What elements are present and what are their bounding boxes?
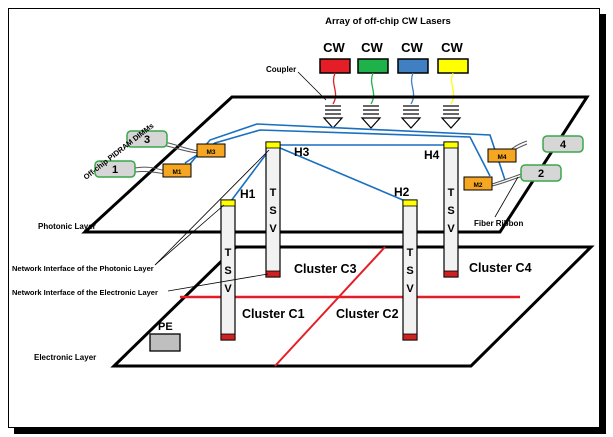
cluster-divider-diagonal (274, 246, 386, 367)
tsv-h3-v: V (269, 223, 277, 235)
tsv-h4-v: V (447, 223, 455, 235)
modules: M1 M3 M4 M2 (162, 143, 517, 191)
coupler-label: Coupler (266, 65, 296, 74)
dimm-1 (94, 160, 136, 178)
hub-h4-label: H4 (424, 148, 440, 162)
tsv-h1-v: V (224, 283, 232, 295)
module-m2-label: M2 (473, 182, 482, 189)
module-m3-label: M3 (206, 149, 215, 156)
pe-block (149, 333, 181, 352)
coupler-pointer (297, 71, 327, 101)
dimm-3-label: 3 (144, 134, 150, 146)
tsv-h1: T S V (220, 199, 236, 341)
ni-photonic-pointer-2 (154, 149, 270, 266)
couplers (322, 105, 462, 129)
tsv-h2-t: T (407, 247, 414, 259)
tsv-h3: T S V (265, 141, 281, 278)
module-m2 (463, 176, 493, 191)
tsv-h1-s: S (224, 265, 231, 277)
laser-fiber-yellow (450, 72, 455, 105)
laser-blue (397, 58, 429, 74)
fiber-ribbon-label: Fiber Ribbon (474, 219, 523, 228)
dimm-4 (542, 135, 584, 153)
tsv-h3-t: T (270, 187, 277, 199)
coupler-2 (360, 105, 382, 129)
module-m1-label: M1 (172, 169, 181, 176)
ni-photonic-pointer (154, 204, 225, 266)
tsv-h3-s: S (269, 205, 276, 217)
tsv-h2: T S V (402, 199, 418, 341)
coupler-4 (440, 105, 462, 129)
tsv-h2-s: S (406, 265, 413, 277)
dimm-2 (520, 164, 562, 182)
photonic-layer-plane (81, 95, 590, 234)
dimm-4-label: 4 (560, 139, 567, 151)
hub-h3-label: H3 (294, 145, 310, 159)
ni-electronic-label: Network Interface of the Electronic Laye… (12, 288, 158, 297)
laser-green (357, 58, 389, 74)
cluster-c4-label: Cluster C4 (469, 261, 532, 275)
ni-photonic-label: Network Interface of the Photonic Layer (12, 264, 154, 273)
cluster-c1-label: Cluster C1 (242, 307, 305, 321)
dimm-1-label: 1 (112, 164, 118, 176)
module-m1 (162, 163, 192, 178)
laser-fiber-red (332, 72, 337, 105)
tsv-pillars: T S V T S V T S V T S V (220, 141, 459, 341)
laser-array-title: Array of off-chip CW Lasers (325, 16, 451, 27)
laser-yellow (437, 58, 469, 74)
tsv-h4-t: T (448, 187, 455, 199)
laser-label-1: CW (323, 40, 345, 55)
hub-h2-label: H2 (394, 185, 410, 199)
laser-label-3: CW (401, 40, 423, 55)
laser-red (319, 58, 351, 74)
coupler-3 (400, 105, 422, 129)
cluster-c2-label: Cluster C2 (336, 307, 399, 321)
module-m3 (196, 143, 226, 158)
laser-array: CW CW CW CW (319, 40, 469, 105)
laser-fiber-green (370, 72, 375, 105)
photonic-layer-label: Photonic Layer (38, 222, 96, 231)
module-m4-label: M4 (497, 154, 506, 161)
electronic-layer-plane (110, 245, 595, 368)
dimm-3 (126, 130, 168, 148)
laser-fiber-blue (410, 72, 415, 105)
coupler-1 (322, 105, 344, 129)
waveguide-h3-h2 (272, 144, 411, 204)
tsv-h4: T S V (443, 141, 459, 278)
laser-label-2: CW (361, 40, 383, 55)
pe-label: PE (158, 321, 173, 333)
module-m4 (487, 148, 517, 163)
dimms: 3 1 4 2 (94, 130, 584, 182)
laser-label-4: CW (441, 40, 463, 55)
electronic-layer-label: Electronic Layer (34, 353, 96, 362)
fiber-ribbon-pointer (494, 176, 519, 218)
dimm-2-label: 2 (538, 168, 544, 180)
tsv-h1-t: T (225, 247, 232, 259)
hub-h1-label: H1 (240, 187, 256, 201)
tsv-h2-v: V (406, 283, 414, 295)
ni-electronic-pointer (167, 273, 269, 292)
cluster-c3-label: Cluster C3 (294, 262, 357, 276)
tsv-h4-s: S (447, 205, 454, 217)
